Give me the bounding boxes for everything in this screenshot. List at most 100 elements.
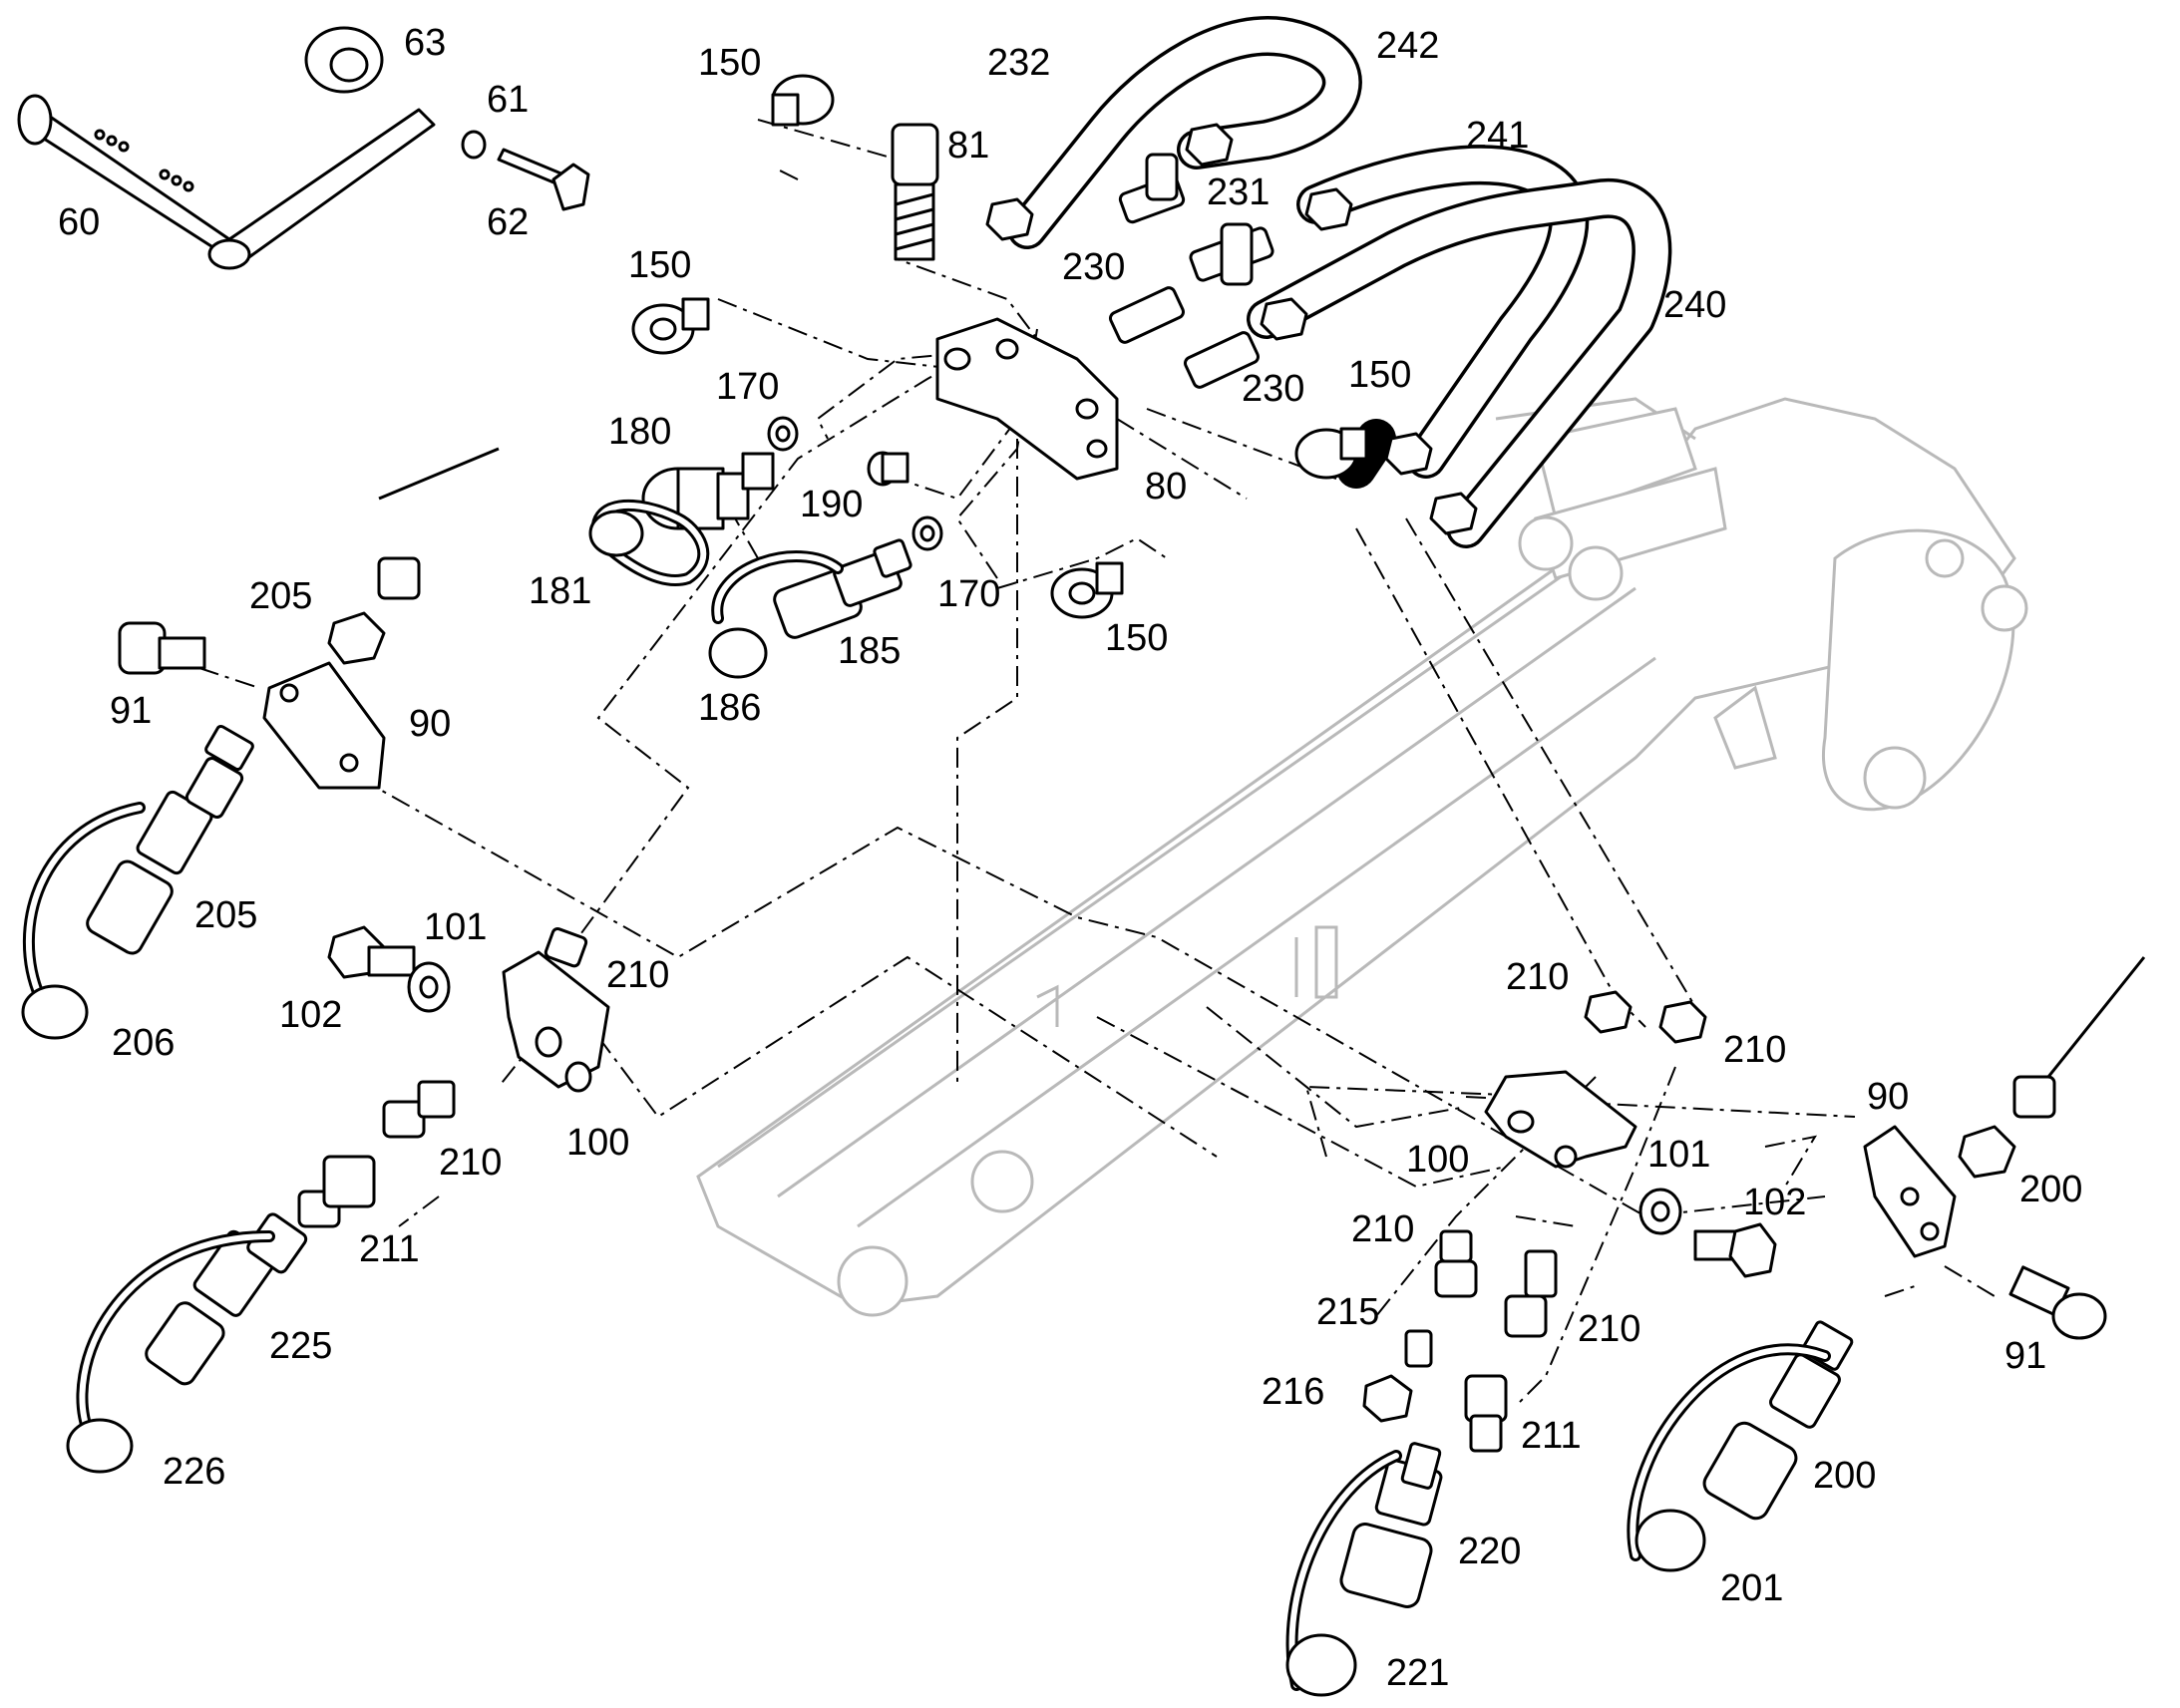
label-240: 240 bbox=[1663, 284, 1726, 326]
label-60: 60 bbox=[58, 201, 100, 243]
label-100-right: 100 bbox=[1406, 1139, 1469, 1181]
bracket-100-right bbox=[1484, 1070, 1637, 1169]
bracket-90-right bbox=[1863, 1125, 1957, 1258]
hose-end-right bbox=[2012, 956, 2146, 1119]
label-150-c: 150 bbox=[1348, 354, 1411, 396]
nut-216 bbox=[1362, 1374, 1413, 1423]
label-181: 181 bbox=[529, 570, 591, 612]
fitting-210-right-b bbox=[1504, 1249, 1558, 1338]
nut-210-right-b bbox=[1658, 1000, 1707, 1044]
label-210-f: 210 bbox=[1578, 1308, 1640, 1350]
fitting-210-right-a bbox=[1434, 1229, 1478, 1298]
tee-fitting-231 bbox=[1189, 222, 1274, 286]
nut-210-left-top bbox=[544, 926, 588, 968]
label-63: 63 bbox=[404, 22, 446, 64]
label-61: 61 bbox=[487, 79, 529, 121]
label-100-left: 100 bbox=[566, 1122, 629, 1164]
coupling-205-lower bbox=[86, 724, 254, 955]
cap-201 bbox=[1627, 1343, 1831, 1572]
fitting-211-left bbox=[297, 1155, 376, 1228]
crank-handle-60 bbox=[17, 94, 436, 270]
coupling-185 bbox=[773, 538, 912, 639]
hex-nut-232 bbox=[985, 197, 1034, 241]
label-211-left: 211 bbox=[359, 1228, 420, 1270]
label-205-b: 205 bbox=[194, 894, 257, 936]
label-232: 232 bbox=[987, 42, 1050, 84]
cap-63 bbox=[304, 26, 384, 94]
label-101-left: 101 bbox=[424, 906, 487, 948]
label-90-right: 90 bbox=[1867, 1076, 1909, 1118]
label-242: 242 bbox=[1376, 25, 1439, 67]
label-201: 201 bbox=[1720, 1567, 1783, 1609]
label-230-b: 230 bbox=[1242, 368, 1304, 410]
label-231: 231 bbox=[1207, 171, 1270, 213]
hose-lines bbox=[1007, 16, 1672, 548]
label-150-d: 150 bbox=[1105, 617, 1168, 659]
label-62: 62 bbox=[487, 201, 529, 243]
label-220: 220 bbox=[1458, 1531, 1521, 1572]
label-180: 180 bbox=[608, 411, 671, 453]
label-90-left: 90 bbox=[409, 703, 451, 745]
fitting-211-right bbox=[1464, 1374, 1508, 1453]
coupling-200-lower bbox=[1702, 1320, 1854, 1521]
label-185: 185 bbox=[838, 630, 901, 672]
label-186: 186 bbox=[698, 687, 761, 729]
plug-150-bottom bbox=[1050, 561, 1124, 619]
coupling-225 bbox=[145, 1212, 308, 1386]
label-205-a: 205 bbox=[249, 575, 312, 617]
bolt-62 bbox=[497, 148, 590, 211]
washer-101-right bbox=[1638, 1188, 1682, 1235]
elbow-fitting-232 bbox=[1118, 153, 1186, 224]
bolt-102-right bbox=[1693, 1222, 1777, 1278]
label-216: 216 bbox=[1262, 1371, 1324, 1413]
coupling-220 bbox=[1339, 1442, 1443, 1608]
bracket-100-left bbox=[502, 950, 610, 1093]
plug-150-top bbox=[771, 74, 835, 127]
screw-91-left bbox=[118, 621, 206, 675]
cap-206 bbox=[21, 802, 146, 1040]
fitting-210-left bbox=[382, 1080, 456, 1139]
label-91-right: 91 bbox=[2004, 1335, 2046, 1377]
fitting-215 bbox=[1404, 1329, 1433, 1368]
label-206: 206 bbox=[112, 1022, 175, 1064]
hex-nut-240-lower-a bbox=[1384, 432, 1433, 476]
washer-61 bbox=[461, 130, 487, 160]
label-91-left: 91 bbox=[110, 690, 152, 732]
nut-205-upper bbox=[327, 611, 386, 665]
hex-nut-242 bbox=[1185, 123, 1234, 167]
plug-150-right bbox=[1294, 427, 1368, 480]
fitting-230-lower bbox=[1183, 331, 1261, 389]
bolt-102-left bbox=[327, 925, 416, 979]
cap-181 bbox=[588, 499, 710, 586]
label-230-a: 230 bbox=[1062, 246, 1125, 288]
label-81: 81 bbox=[947, 125, 989, 167]
plug-150-left bbox=[631, 297, 710, 355]
label-170-b: 170 bbox=[937, 573, 1000, 615]
label-210-c: 210 bbox=[1506, 956, 1569, 998]
washer-170-a bbox=[767, 416, 799, 452]
washer-101-left bbox=[407, 961, 451, 1013]
screw-81 bbox=[891, 123, 939, 261]
part-labels: 63 61 62 60 150 81 232 242 241 231 230 2… bbox=[58, 22, 2082, 1694]
label-101-right: 101 bbox=[1647, 1134, 1710, 1176]
hose-end-left bbox=[377, 447, 500, 600]
cap-226 bbox=[66, 1230, 275, 1474]
label-241: 241 bbox=[1466, 115, 1529, 157]
nut-210-right-a bbox=[1584, 990, 1633, 1034]
label-200-b: 200 bbox=[1813, 1455, 1876, 1497]
label-210-d: 210 bbox=[1723, 1029, 1786, 1071]
label-80: 80 bbox=[1145, 466, 1187, 508]
nut-200-upper bbox=[1958, 1125, 2016, 1179]
label-210-a: 210 bbox=[606, 954, 669, 996]
label-226: 226 bbox=[163, 1451, 225, 1493]
fitting-230-upper bbox=[1108, 286, 1186, 344]
screw-91-right bbox=[2008, 1265, 2107, 1340]
label-210-b: 210 bbox=[439, 1142, 502, 1184]
label-102-right: 102 bbox=[1743, 1182, 1806, 1223]
washer-170-b bbox=[911, 515, 943, 551]
boom-assembly-ghost bbox=[696, 397, 2028, 1317]
label-215: 215 bbox=[1316, 1291, 1379, 1333]
label-210-e: 210 bbox=[1351, 1208, 1414, 1250]
cap-221 bbox=[1285, 1450, 1402, 1697]
